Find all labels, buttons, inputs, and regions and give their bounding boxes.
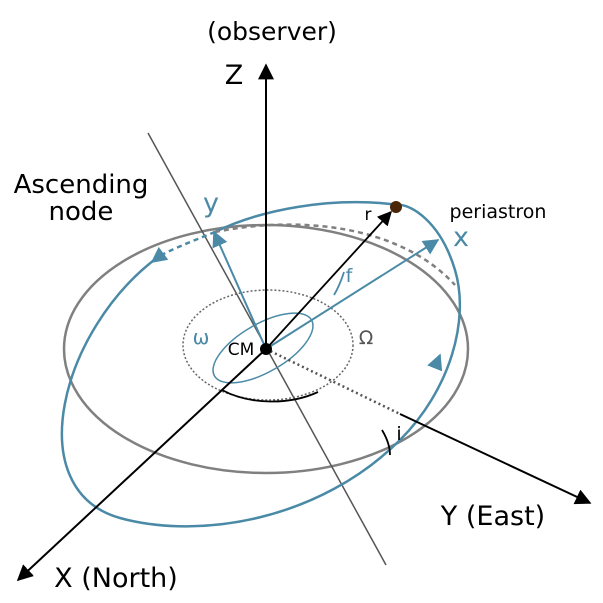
y-axis [399,413,592,505]
omega-arc [221,389,319,403]
radius-label: r [365,205,372,225]
orbit-y-label: y [203,188,219,219]
periastron-label: periastron [450,201,547,223]
orbit-x-label: x [453,222,469,253]
periastron-body [390,201,402,213]
x-axis-label: X (North) [54,563,178,594]
orbit-y-axis [212,230,267,350]
center-of-mass-label: CM [228,340,255,360]
x-axis [16,348,267,582]
y-axis-label: Y (East) [440,501,545,532]
radius-vector [265,210,392,350]
orbit-front [60,200,462,528]
true-anomaly-arc [333,271,345,296]
arg-periastron-label: ω [193,325,210,349]
ascending-node-label-line2: node [49,197,114,227]
observer-label: (observer) [207,17,337,46]
y-axis-dotted [265,347,401,416]
inclination-label: i [396,423,401,445]
orbit-x-axis [265,239,440,350]
long-asc-node-label: Ω [359,327,374,349]
center-of-mass-dot [260,343,272,355]
orbit-direction-arrow [150,246,169,263]
orbit-direction-arrow [427,353,443,372]
omega-angle-circle [182,289,354,401]
z-axis-label: Z [225,60,244,91]
ascending-node-label-line1: Ascending [14,170,149,200]
inclination-arc [381,429,391,456]
true-anomaly-label: f [346,265,354,287]
sky-plane-hidden-arc [214,223,456,286]
